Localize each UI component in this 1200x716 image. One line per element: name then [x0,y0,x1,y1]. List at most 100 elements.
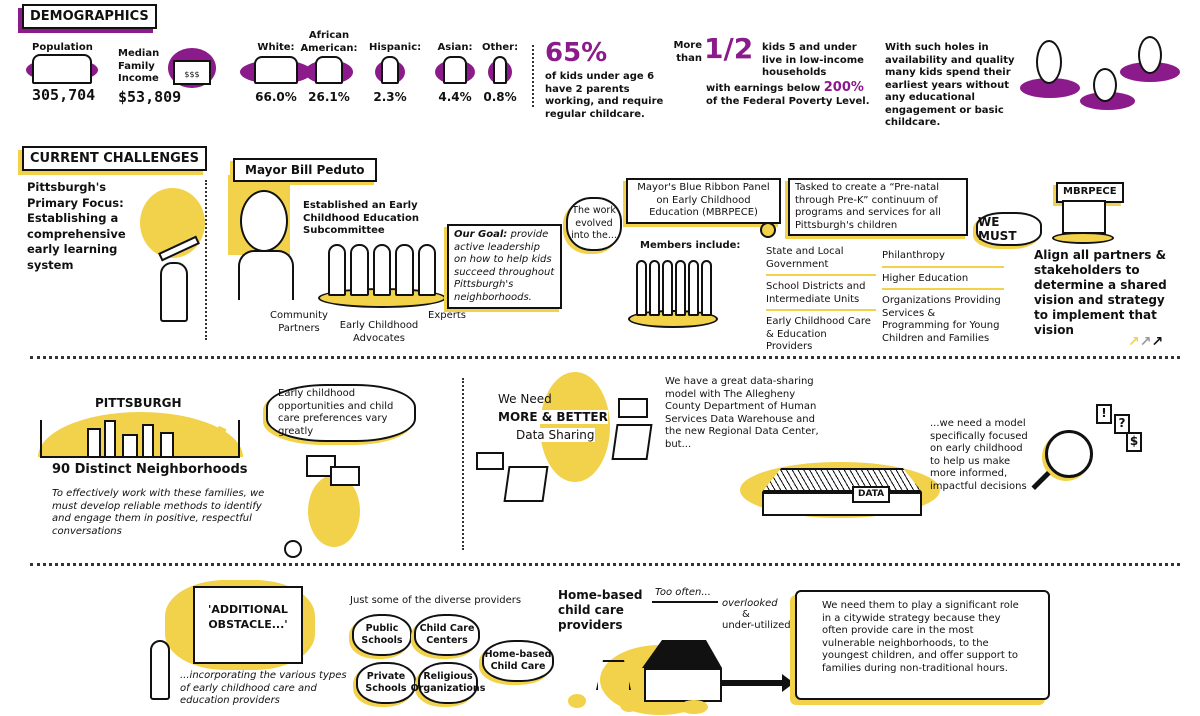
data-burst-icon [540,372,610,482]
city-name: PITTSBURGH [95,396,182,410]
group-community-partners: Community Partners [270,310,328,334]
poverty-text-2: with earnings below 200% [706,80,864,96]
divider [462,378,464,550]
member-item: Organizations Providing Services & Progr… [882,295,1001,344]
arrow-icon [722,680,784,686]
race-label: White: [257,42,295,53]
laptop-icon [503,466,549,502]
challenges-header: CURRENT CHALLENGES [22,146,207,171]
too-often-text: Too often... [655,587,711,598]
demographics-header: DEMOGRAPHICS [22,4,157,29]
obstacle-text: ...incorporating the various types of ea… [180,670,347,706]
data-model-text: We have a great data-sharing model with … [665,376,819,450]
goal-text: provide active leadership on how to help… [454,229,555,303]
hole-icon [1020,78,1080,98]
race-label: Other: [482,42,519,53]
obstacle-wall: 'ADDITIONAL OBSTACLE...' [193,586,303,664]
group-experts: Experts [428,310,466,321]
child-reading-icon [568,694,586,708]
laptop-icon [611,424,653,460]
speech-bubble-icon [330,466,360,486]
member-item: State and Local Government [766,246,876,276]
group-advocates: Early Childhood Advocates [339,320,419,344]
member-item: Higher Education [882,273,1004,290]
member-item: Early Childhood Care & Education Provide… [766,316,871,352]
race-value: 2.3% [373,90,407,104]
race-value: 4.4% [438,90,472,104]
magnifier-icon [1045,430,1093,478]
provider-cloud: Public Schools [352,614,412,656]
poverty-fraction: 1/2 [704,32,754,65]
child-bike-icon [620,698,638,712]
we-need-text: We Need [498,392,552,406]
child-face-icon [1138,36,1162,74]
holes-text: With such holes in availability and qual… [885,42,1015,128]
person-icon [314,56,344,84]
building-roof [762,468,922,492]
engage-text: To effectively work with these families,… [52,488,265,537]
align-text: Align all partners & stakeholders to det… [1034,248,1167,337]
race-value: 66.0% [255,90,297,104]
race-value: 26.1% [308,90,350,104]
person-icon [254,56,298,84]
subcommittee-people-icon [328,244,437,296]
race-label: Hispanic: [369,42,422,53]
poverty-pre: More than [673,40,702,64]
pittsburgh-skyline-icon [40,420,240,458]
exclaim-sign: ! [1096,404,1112,424]
panel-banner: Mayor's Blue Ribbon Panel on Early Child… [626,178,781,224]
working-parents-text: of kids under age 6 have 2 parents worki… [545,71,664,120]
preferences-cloud: Early childhood opportunities and child … [266,384,416,442]
child-ball-icon [680,700,708,714]
speech-bubble-icon [618,398,648,418]
neighborhood-count: 90 Distinct Neighborhoods [52,462,248,477]
person-icon [443,56,467,84]
race-label: Asian: [437,42,473,53]
members-list-1: State and Local Government School Distri… [766,246,876,354]
child-face-icon [1093,68,1117,102]
members-list-2: Philanthropy Higher Education Organizati… [882,250,1004,345]
poverty-below: with earnings below [706,83,821,94]
primary-focus-text: Pittsburgh's Primary Focus: Establishing… [27,180,126,272]
evolved-cloud: The work evolved into the... [566,197,622,251]
race-value: 0.8% [483,90,517,104]
magnifier-icon [284,540,302,558]
poverty-pct: 200% [823,80,864,95]
surprised-person-icon [150,640,170,700]
provider-cloud: Private Schools [356,662,416,704]
we-must-burst: WE MUST [976,212,1042,246]
income-label: Median Family Income [118,48,160,84]
provider-cloud: Home-based Child Care [482,640,554,682]
arrow-icon [652,601,718,603]
providers-label: Just some of the diverse providers [350,595,522,606]
question-sign: ? [1114,414,1130,434]
house-money-icon: $$$ [173,60,211,85]
home-icon [644,668,722,702]
race-label: African American: [300,30,358,54]
member-item: Philanthropy [882,250,1004,268]
provider-cloud: Religious Organizations [411,662,485,704]
ribbon-badge-icon [760,222,776,238]
poverty-text-3: of the Federal Poverty Level. [706,96,870,107]
member-item: School Districts and Intermediate Units [766,281,876,311]
provider-cloud: Child Care Centers [414,614,480,656]
data-sign: DATA [852,486,891,503]
income-value: $53,809 [118,88,182,106]
members-label: Members include: [640,240,741,251]
population-value: 305,704 [32,86,96,104]
data-sharing-text: Data Sharing [516,428,595,442]
child-face-icon [1036,40,1062,84]
mbrpece-sign: MBRPECE [1056,182,1124,203]
person-icon [492,56,508,84]
arrow-head-icon [782,674,794,692]
sign-holders-icon [1062,200,1106,234]
goal-label: Our Goal: [454,229,508,240]
data-warehouse-icon [762,492,922,516]
members-group-icon [636,260,712,316]
more-better-text: MORE & BETTER [498,410,608,424]
divider [532,45,534,107]
section-divider [30,563,1180,566]
tasked-box: Tasked to create a “Pre-natal through Pr… [788,178,968,236]
goal-speech-box: Our Goal: provide active leadership on h… [447,224,562,309]
dollar-sign: $ [1126,432,1142,452]
